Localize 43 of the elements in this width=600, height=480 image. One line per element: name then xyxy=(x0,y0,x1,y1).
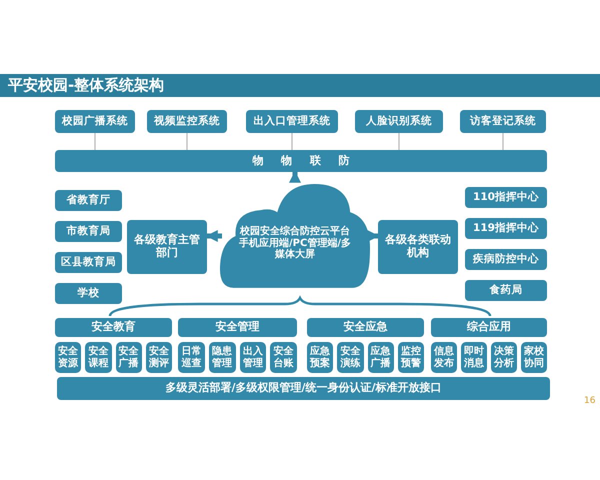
module-box: 监控预警 xyxy=(398,342,424,373)
category-bar: 安全教育 xyxy=(55,318,172,337)
process-box: 各级各类联动机构 xyxy=(378,220,458,274)
system-box: 人脸识别系统 xyxy=(355,110,443,133)
system-box: 校园广播系统 xyxy=(55,110,135,133)
category-bar: 综合应用 xyxy=(431,318,547,337)
module-box: 安全台账 xyxy=(270,342,297,373)
process-box: 119指挥中心 xyxy=(465,218,547,239)
module-box: 安全广播 xyxy=(116,342,142,373)
arrow xyxy=(289,170,301,183)
module-box: 应急预案 xyxy=(307,342,334,373)
process-box: 省教育厅 xyxy=(55,190,122,211)
process-box: 学校 xyxy=(55,283,122,304)
module-box: 即时消息 xyxy=(461,342,487,373)
category-bar: 安全管理 xyxy=(178,318,297,337)
module-box: 隐患管理 xyxy=(208,342,236,373)
process-box: 食药局 xyxy=(465,280,547,301)
system-box: 出入口管理系统 xyxy=(246,110,338,133)
process-box: 110指挥中心 xyxy=(465,187,547,208)
module-box: 安全演练 xyxy=(337,342,364,373)
module-box: 家校协同 xyxy=(521,342,547,373)
module-box: 日常巡查 xyxy=(178,342,205,373)
process-box: 疾病防控中心 xyxy=(465,249,547,270)
process-box: 区县教育局 xyxy=(55,252,122,273)
system-box: 访客登记系统 xyxy=(460,110,546,133)
arrow xyxy=(367,230,380,242)
module-box: 出入管理 xyxy=(240,342,266,373)
arrow xyxy=(206,230,222,242)
module-box: 决策分析 xyxy=(491,342,517,373)
module-box: 信息发布 xyxy=(431,342,457,373)
system-box: 视频监控系统 xyxy=(147,110,227,133)
banner-bar: 物物联防 xyxy=(55,150,547,172)
title-bar: 平安校园-整体系统架构 xyxy=(0,74,600,97)
category-bar: 安全应急 xyxy=(307,318,424,337)
module-box: 应急广播 xyxy=(368,342,394,373)
process-box: 各级教育主管部门 xyxy=(127,220,207,274)
module-box: 安全课程 xyxy=(85,342,112,373)
process-box: 市教育局 xyxy=(55,221,122,242)
page-number: 16 xyxy=(584,396,596,406)
module-box: 安全测评 xyxy=(146,342,172,373)
platform-bar: 多级灵活部署/多级权限管理/统一身份认证/标准开放接口 xyxy=(57,377,550,400)
cloud-shape: 校园安全综合防控云平台手机应用端/PC管理端/多媒体大屏 xyxy=(219,182,371,290)
module-box: 安全资源 xyxy=(55,342,82,373)
